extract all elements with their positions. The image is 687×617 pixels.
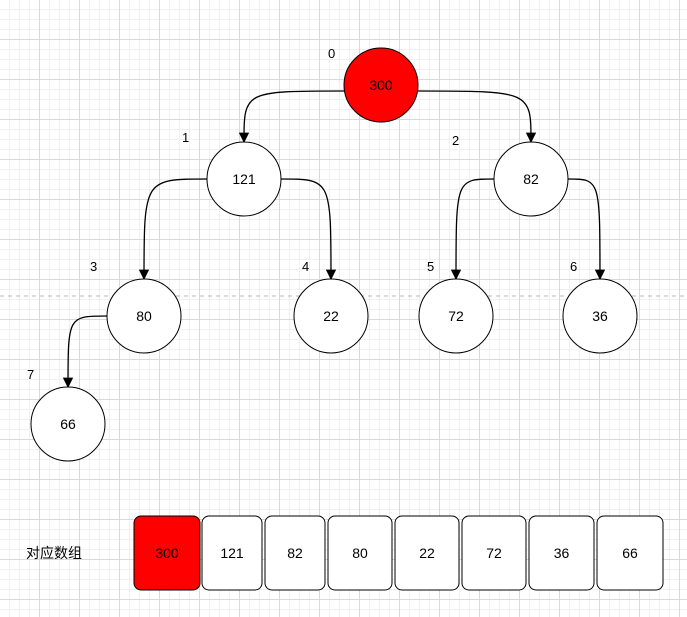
array-caption: 对应数组	[26, 545, 82, 562]
tree-node-3: 80 3	[90, 259, 182, 354]
node-value: 22	[323, 308, 339, 324]
array-cell-box	[327, 515, 393, 591]
array-cell-3: 80	[327, 515, 393, 591]
array-cell-7: 66	[596, 515, 664, 591]
node-value: 66	[60, 416, 76, 432]
node-value: 80	[136, 308, 152, 324]
array-cell-box	[596, 515, 664, 591]
node-index-label: 6	[570, 259, 577, 274]
tree-node-6: 36 6	[562, 259, 638, 354]
node-circle	[562, 278, 638, 354]
array-cell-6: 36	[528, 515, 595, 591]
node-circle	[418, 278, 494, 354]
array-cell-value: 22	[419, 545, 435, 561]
node-index-label: 2	[452, 133, 459, 148]
edge-2-to-6	[567, 178, 606, 281]
node-circle	[30, 386, 106, 462]
node-value: 82	[523, 171, 539, 187]
node-value: 72	[448, 308, 464, 324]
array-cell-0: 300	[133, 515, 201, 591]
array-cell-value: 66	[622, 545, 638, 561]
array-cell-box	[264, 515, 326, 591]
edge-1-to-3	[138, 178, 208, 281]
node-index-label: 0	[328, 46, 335, 61]
tree-edges	[62, 90, 606, 389]
array-cell-value: 82	[287, 545, 303, 561]
node-index-label: 7	[27, 367, 34, 382]
array-cell-value: 36	[554, 545, 570, 561]
array-cell-box	[528, 515, 595, 591]
array-cell-box	[201, 515, 263, 591]
array-cell-5: 72	[461, 515, 527, 591]
node-value: 121	[232, 171, 256, 187]
node-circle	[106, 278, 182, 354]
tree-node-1: 121 1	[182, 130, 282, 217]
array-cell-value: 300	[155, 545, 179, 561]
tree-node-2: 82 2	[452, 133, 569, 217]
array-cell-value: 121	[220, 545, 244, 561]
tree-node-4: 22 4	[293, 259, 369, 354]
tree-node-0: 300 0	[328, 46, 419, 123]
array-cell-2: 82	[264, 515, 326, 591]
array-cell-4: 22	[394, 515, 460, 591]
array-cell-box	[461, 515, 527, 591]
edge-2-to-5	[450, 178, 495, 281]
node-circle	[343, 47, 419, 123]
array-cell-value: 72	[486, 545, 502, 561]
node-circle	[493, 141, 569, 217]
array-cells: 300 121 82 80 22 72 36 66	[133, 515, 664, 591]
node-index-label: 5	[427, 259, 434, 274]
tree-node-5: 72 5	[418, 259, 494, 354]
node-circle	[293, 278, 369, 354]
node-index-label: 1	[182, 130, 189, 145]
node-value: 300	[369, 77, 393, 93]
edge-1-to-4	[280, 178, 337, 281]
edge-3-to-7	[62, 315, 108, 389]
array-cell-value: 80	[352, 545, 368, 561]
node-index-label: 3	[90, 259, 97, 274]
node-value: 36	[592, 308, 608, 324]
array-cell-1: 121	[201, 515, 263, 591]
node-index-label: 4	[302, 259, 309, 274]
edge-0-to-1	[238, 90, 345, 144]
tree-node-7: 66 7	[27, 367, 106, 462]
array-cell-box	[394, 515, 460, 591]
edge-0-to-2	[417, 90, 537, 144]
node-circle	[206, 141, 282, 217]
array-cell-box	[133, 515, 201, 591]
